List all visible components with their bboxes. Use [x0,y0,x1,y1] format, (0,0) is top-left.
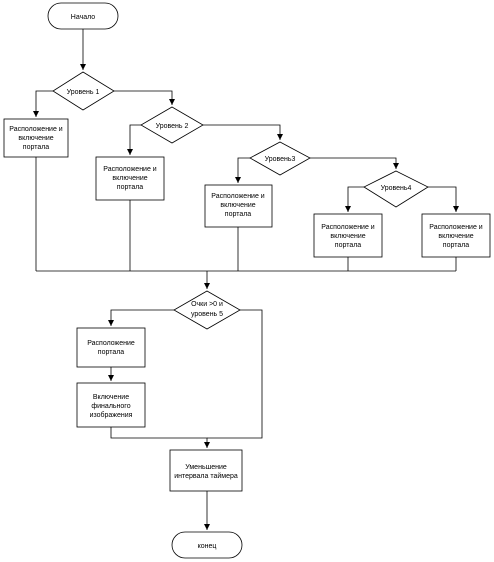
box1-line1: Расположение и [9,126,63,133]
box4a-line2: включение [330,233,365,240]
box4a-line3: портала [335,242,362,249]
box3-line3: портала [225,211,252,218]
box4a-line1: Расположение и [321,224,375,231]
box6-line1: Включение [93,394,129,401]
box2-line3: портала [117,184,144,191]
process-box-reduce-timer: Уменьшение интервала таймера [169,449,243,492]
decision-level5-label-2: уровень 5 [191,311,223,318]
decision-level3: Уровень3 [249,141,311,176]
process-box-place-portal-2: Расположение и включение портала [95,156,165,201]
box4b-line3: портала [443,242,470,249]
box7-line1: Уменьшение [185,464,227,471]
connector-level1-yes [33,90,53,117]
connector-final-reduce [110,427,210,448]
process-box-place-portal-4a: Расположение и включение портала [313,213,383,258]
end-label: конец [198,543,217,550]
box1-line3: портала [23,144,50,151]
connector-level5-yes [108,309,174,326]
connector-level3-no [310,157,399,169]
box5-line1: Расположение [87,340,135,347]
start-label: Начало [71,14,95,21]
end-terminator: конец [171,531,243,559]
decision-level2-label: Уровень 2 [156,123,189,130]
box4b-line2: включение [438,233,473,240]
box6-line3: изображения [90,411,133,419]
connector-level2-yes [127,124,141,155]
decision-level3-label: Уровень3 [265,156,296,163]
box3-line2: включение [220,202,255,209]
decision-level5-label-1: Очки >0 и [191,301,223,308]
connector-level3-yes [235,157,250,183]
decision-level1-label: Уровень 1 [67,89,100,96]
decision-level4-label: Уровень4 [381,185,412,192]
connector-level2-no [203,124,283,140]
start-terminator: Начало [47,2,119,30]
box4b-line1: Расположение и [429,224,483,231]
box2-line1: Расположение и [103,166,157,173]
box7-line2: интервала таймера [174,472,238,480]
connector-level5-no [207,309,263,439]
decision-level1: Уровень 1 [52,71,115,111]
box5-line2: портала [98,349,125,356]
connector-level1-no [114,90,175,105]
box1-line2: включение [18,135,53,142]
box2-line2: включение [112,175,147,182]
connector-level4-no [428,186,459,212]
process-box-place-portal-4b: Расположение и включение портала [421,213,491,258]
connectors [33,29,459,530]
process-box-final-image: Включение финального изображения [76,382,146,428]
process-box-place-portal-5: Расположение портала [76,327,146,368]
process-box-place-portal-3: Расположение и включение портала [204,184,273,228]
decision-level4: Уровень4 [363,170,429,208]
process-box-place-portal-1: Расположение и включение портала [3,118,69,158]
box3-line1: Расположение и [211,193,265,200]
decision-level5: Очки >0 и уровень 5 [173,290,241,330]
connector-level4-yes [345,186,364,212]
box6-line2: финального [91,403,130,410]
decision-level2: Уровень 2 [140,106,204,144]
